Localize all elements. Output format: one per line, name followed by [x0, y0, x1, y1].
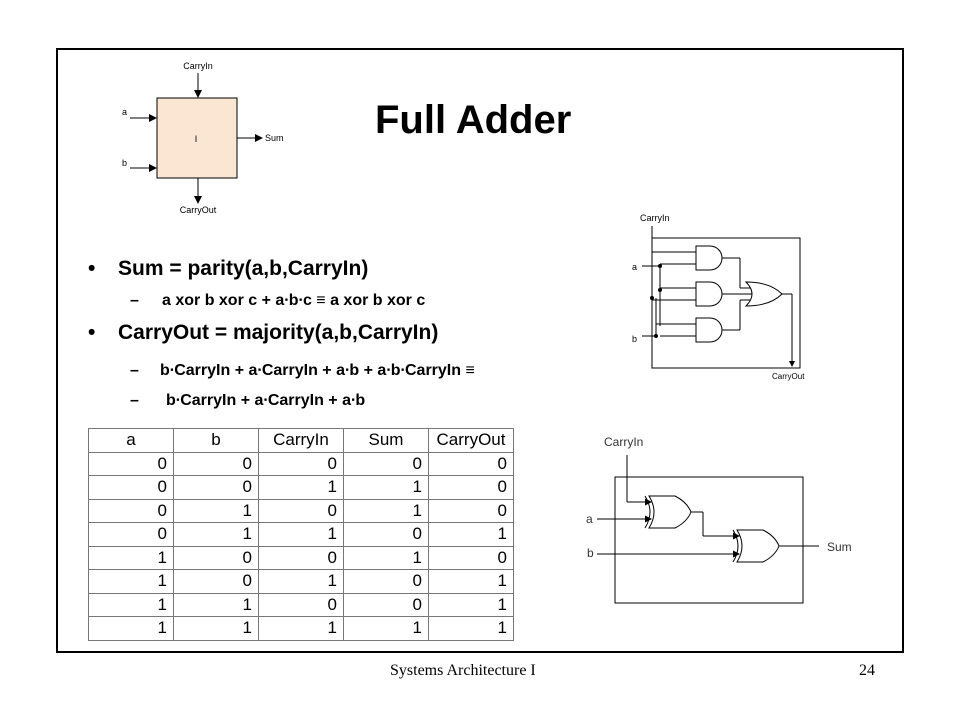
table-cell: 0 [258, 498, 344, 523]
table-cell: 0 [343, 451, 429, 476]
sub-bullet-marker: – [130, 392, 139, 409]
table-cell: 0 [428, 545, 514, 570]
table-cell: 1 [88, 569, 174, 594]
sub-bullet-carry-expr: b∙CarryIn + a∙CarryIn + a∙b + a∙b∙CarryI… [160, 362, 475, 379]
sum-a-label: a [586, 512, 593, 526]
block-b-label: b [122, 158, 127, 168]
sum-circuit-diagram: CarryIn a b Sum [586, 435, 852, 604]
table-row: 1 1 0 0 1 [88, 592, 514, 617]
table-cell: 0 [173, 569, 259, 594]
table-cell: 1 [173, 522, 259, 547]
table-row: 1 0 0 1 0 [88, 545, 514, 570]
table-cell: 0 [88, 522, 174, 547]
sub-bullet-carry-simplified: b∙CarryIn + a∙CarryIn + a∙b [166, 392, 366, 409]
carryout-circuit-diagram: CarryIn a b CarryOut [632, 213, 805, 381]
sum-carryin-label: CarryIn [604, 435, 643, 449]
table-cell: 1 [88, 592, 174, 617]
table-header-row: a b CarryIn Sum CarryOut [88, 428, 514, 453]
bullet-marker: • [88, 257, 96, 280]
table-row: 0 0 1 1 0 [88, 475, 514, 500]
sub-bullet-marker: – [130, 362, 139, 379]
table-cell: 0 [428, 475, 514, 500]
table-row: 1 0 1 0 1 [88, 569, 514, 594]
table-cell: 1 [343, 498, 429, 523]
table-cell: 0 [343, 569, 429, 594]
table-row: 0 1 1 0 1 [88, 522, 514, 547]
block-sum-label: Sum [265, 133, 284, 143]
column-header: CarryOut [428, 428, 514, 453]
table-cell: 0 [343, 522, 429, 547]
circuit-carryin-label: CarryIn [640, 213, 670, 223]
block-carryout-label: CarryOut [180, 205, 217, 215]
footer-course-title: Systems Architecture I [390, 662, 536, 679]
table-cell: 1 [173, 592, 259, 617]
slide-title: Full Adder [375, 98, 572, 142]
table-cell: 1 [258, 475, 344, 500]
table-cell: 0 [88, 475, 174, 500]
table-cell: 0 [88, 451, 174, 476]
circuit-carryout-label: CarryOut [772, 372, 805, 381]
table-cell: 1 [173, 498, 259, 523]
bullet-sum: Sum = parity(a,b,CarryIn) [118, 257, 369, 280]
bullet-marker: • [88, 321, 96, 344]
table-row: 0 1 0 1 0 [88, 498, 514, 523]
table-cell: 1 [88, 616, 174, 641]
table-cell: 1 [343, 616, 429, 641]
table-cell: 1 [173, 616, 259, 641]
full-adder-block-diagram: I CarryIn a b Sum CarryOut [122, 61, 284, 215]
sub-bullet-marker: – [130, 292, 139, 309]
table-cell: 1 [258, 569, 344, 594]
block-carryin-label: CarryIn [183, 61, 213, 71]
table-cell: 1 [428, 522, 514, 547]
table-cell: 0 [258, 451, 344, 476]
table-row: 1 1 1 1 1 [88, 616, 514, 641]
table-cell: 1 [343, 475, 429, 500]
adder-block [156, 97, 238, 179]
table-cell: 0 [88, 498, 174, 523]
slide-frame [56, 48, 904, 653]
table-cell: 1 [258, 616, 344, 641]
table-cell: 0 [343, 592, 429, 617]
table-cell: 0 [173, 475, 259, 500]
circuit-a-label: a [632, 262, 637, 272]
sum-output-label: Sum [827, 540, 852, 554]
bullet-carryout: CarryOut = majority(a,b,CarryIn) [118, 321, 439, 344]
table-cell: 0 [258, 545, 344, 570]
block-center-label: I [195, 134, 198, 144]
table-cell: 1 [428, 616, 514, 641]
truth-table: a b CarryIn Sum CarryOut 0 0 0 0 0 0 0 1… [88, 428, 514, 641]
table-cell: 0 [173, 545, 259, 570]
table-cell: 1 [428, 592, 514, 617]
column-header: a [88, 428, 174, 453]
block-a-label: a [122, 107, 127, 117]
table-cell: 0 [428, 498, 514, 523]
circuit-b-label: b [632, 334, 637, 344]
table-row: 0 0 0 0 0 [88, 451, 514, 476]
table-cell: 1 [428, 569, 514, 594]
footer-page-number: 24 [859, 662, 875, 679]
table-cell: 1 [258, 522, 344, 547]
column-header: Sum [343, 428, 429, 453]
column-header: CarryIn [258, 428, 344, 453]
table-cell: 0 [258, 592, 344, 617]
sum-b-label: b [587, 546, 594, 560]
table-cell: 0 [428, 451, 514, 476]
table-cell: 1 [343, 545, 429, 570]
sub-bullet-sum-expr: a xor b xor c + a∙b∙c ≡ a xor b xor c [162, 292, 426, 309]
table-cell: 1 [88, 545, 174, 570]
column-header: b [173, 428, 259, 453]
table-cell: 0 [173, 451, 259, 476]
